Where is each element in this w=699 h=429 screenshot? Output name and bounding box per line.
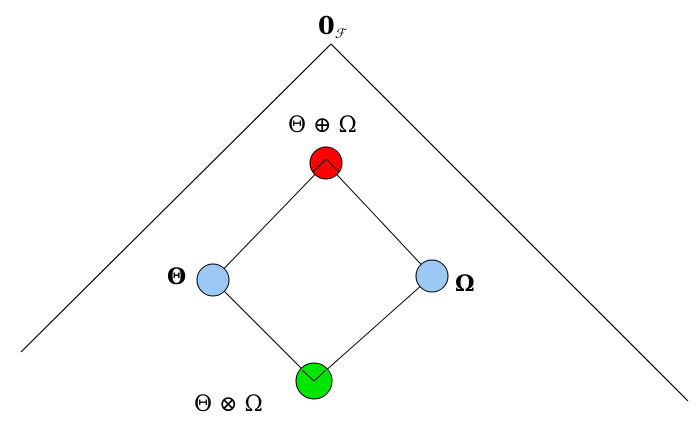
edge-join-to-omega	[325, 162, 433, 277]
meet-label: Θ ⊗ Ω	[194, 392, 263, 417]
edge-theta-to-meet	[212, 279, 315, 382]
join-label: Θ ⊕ Ω	[288, 113, 357, 138]
theta-label: Θ	[167, 264, 187, 290]
edge-omega-to-meet	[313, 275, 433, 382]
theta-node	[196, 263, 230, 297]
join-node-caret	[312, 158, 340, 173]
top-zero-label: 0ℱ	[318, 11, 345, 42]
cone-right-edge	[330, 43, 689, 402]
edge-theta-to-join	[212, 162, 327, 281]
join-node	[309, 146, 343, 180]
omega-label: Ω	[455, 271, 475, 297]
meet-node-caret	[301, 369, 327, 382]
omega-node	[415, 259, 449, 293]
top-zero-subscript: ℱ	[334, 27, 345, 42]
top-zero-text: 0	[318, 11, 335, 40]
cone-left-edge	[20, 43, 332, 353]
